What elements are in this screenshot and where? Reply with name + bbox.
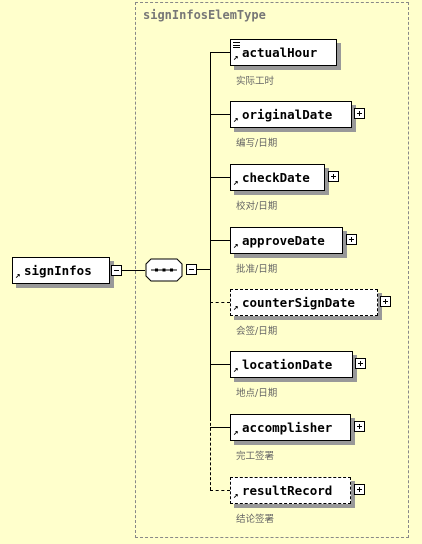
reference-arrow-icon: ↗: [233, 53, 239, 63]
element-description: 结论签署: [236, 514, 275, 525]
element-label: checkDate: [242, 170, 310, 185]
element-description: 地点/日期: [236, 388, 278, 399]
reference-arrow-icon: ↗: [233, 178, 239, 188]
branch-line-optional: [210, 490, 230, 491]
element-description: 批准/日期: [236, 264, 278, 275]
branch-line: [210, 177, 230, 178]
branch-line-optional: [210, 302, 230, 303]
complex-type-title: signInfosElemType: [143, 8, 266, 22]
reference-arrow-icon: ↗: [233, 303, 239, 313]
sequence-collapse-toggle-icon[interactable]: [186, 264, 197, 275]
element-description: 编写/日期: [236, 138, 278, 149]
connector-line: [122, 270, 145, 271]
element-label: accomplisher: [242, 420, 333, 435]
element-label: counterSignDate: [242, 295, 355, 310]
element-label: approveDate: [242, 233, 325, 248]
sequence-compositor-icon: [145, 258, 183, 282]
element-locationDate[interactable]: ↗ locationDate: [230, 351, 353, 378]
element-label: resultRecord: [242, 483, 333, 498]
branch-line: [210, 114, 230, 115]
reference-arrow-icon: ↗: [233, 365, 239, 375]
tree-trunk-line: [210, 52, 211, 418]
expand-toggle-icon[interactable]: [354, 484, 365, 495]
branch-line: [210, 240, 230, 241]
element-actualHour[interactable]: ↗ actualHour: [230, 39, 337, 66]
element-originalDate[interactable]: ↗ originalDate: [230, 101, 352, 128]
expand-toggle-icon[interactable]: [328, 171, 339, 182]
collapse-toggle-icon[interactable]: [111, 265, 122, 276]
reference-arrow-icon: ↗: [15, 271, 21, 281]
reference-arrow-icon: ↗: [233, 115, 239, 125]
element-description: 完工签署: [236, 451, 275, 462]
expand-toggle-icon[interactable]: [354, 421, 365, 432]
element-description: 校对/日期: [236, 201, 278, 212]
branch-line: [210, 52, 230, 53]
element-resultRecord[interactable]: ↗ resultRecord: [230, 477, 351, 504]
reference-arrow-icon: ↗: [233, 491, 239, 501]
expand-toggle-icon[interactable]: [354, 108, 365, 119]
element-accomplisher[interactable]: ↗ accomplisher: [230, 414, 351, 441]
element-counterSignDate[interactable]: ↗ counterSignDate: [230, 289, 378, 316]
root-element-label: signInfos: [24, 263, 92, 278]
expand-toggle-icon[interactable]: [346, 234, 357, 245]
tree-trunk-optional-line: [210, 418, 211, 490]
expand-toggle-icon[interactable]: [355, 358, 366, 369]
element-label: originalDate: [242, 107, 333, 122]
element-approveDate[interactable]: ↗ approveDate: [230, 227, 343, 254]
branch-line: [210, 364, 230, 365]
root-element-signInfos[interactable]: ↗ signInfos: [12, 257, 110, 284]
element-checkDate[interactable]: ↗ checkDate: [230, 164, 325, 191]
element-label: locationDate: [242, 357, 333, 372]
element-description: 实际工时: [236, 76, 275, 87]
element-label: actualHour: [242, 45, 318, 60]
element-description: 会签/日期: [236, 326, 278, 337]
branch-line: [210, 427, 230, 428]
reference-arrow-icon: ↗: [233, 241, 239, 251]
expand-toggle-icon[interactable]: [380, 296, 391, 307]
connector-line: [197, 269, 210, 270]
reference-arrow-icon: ↗: [233, 428, 239, 438]
simple-content-icon: [233, 42, 240, 48]
